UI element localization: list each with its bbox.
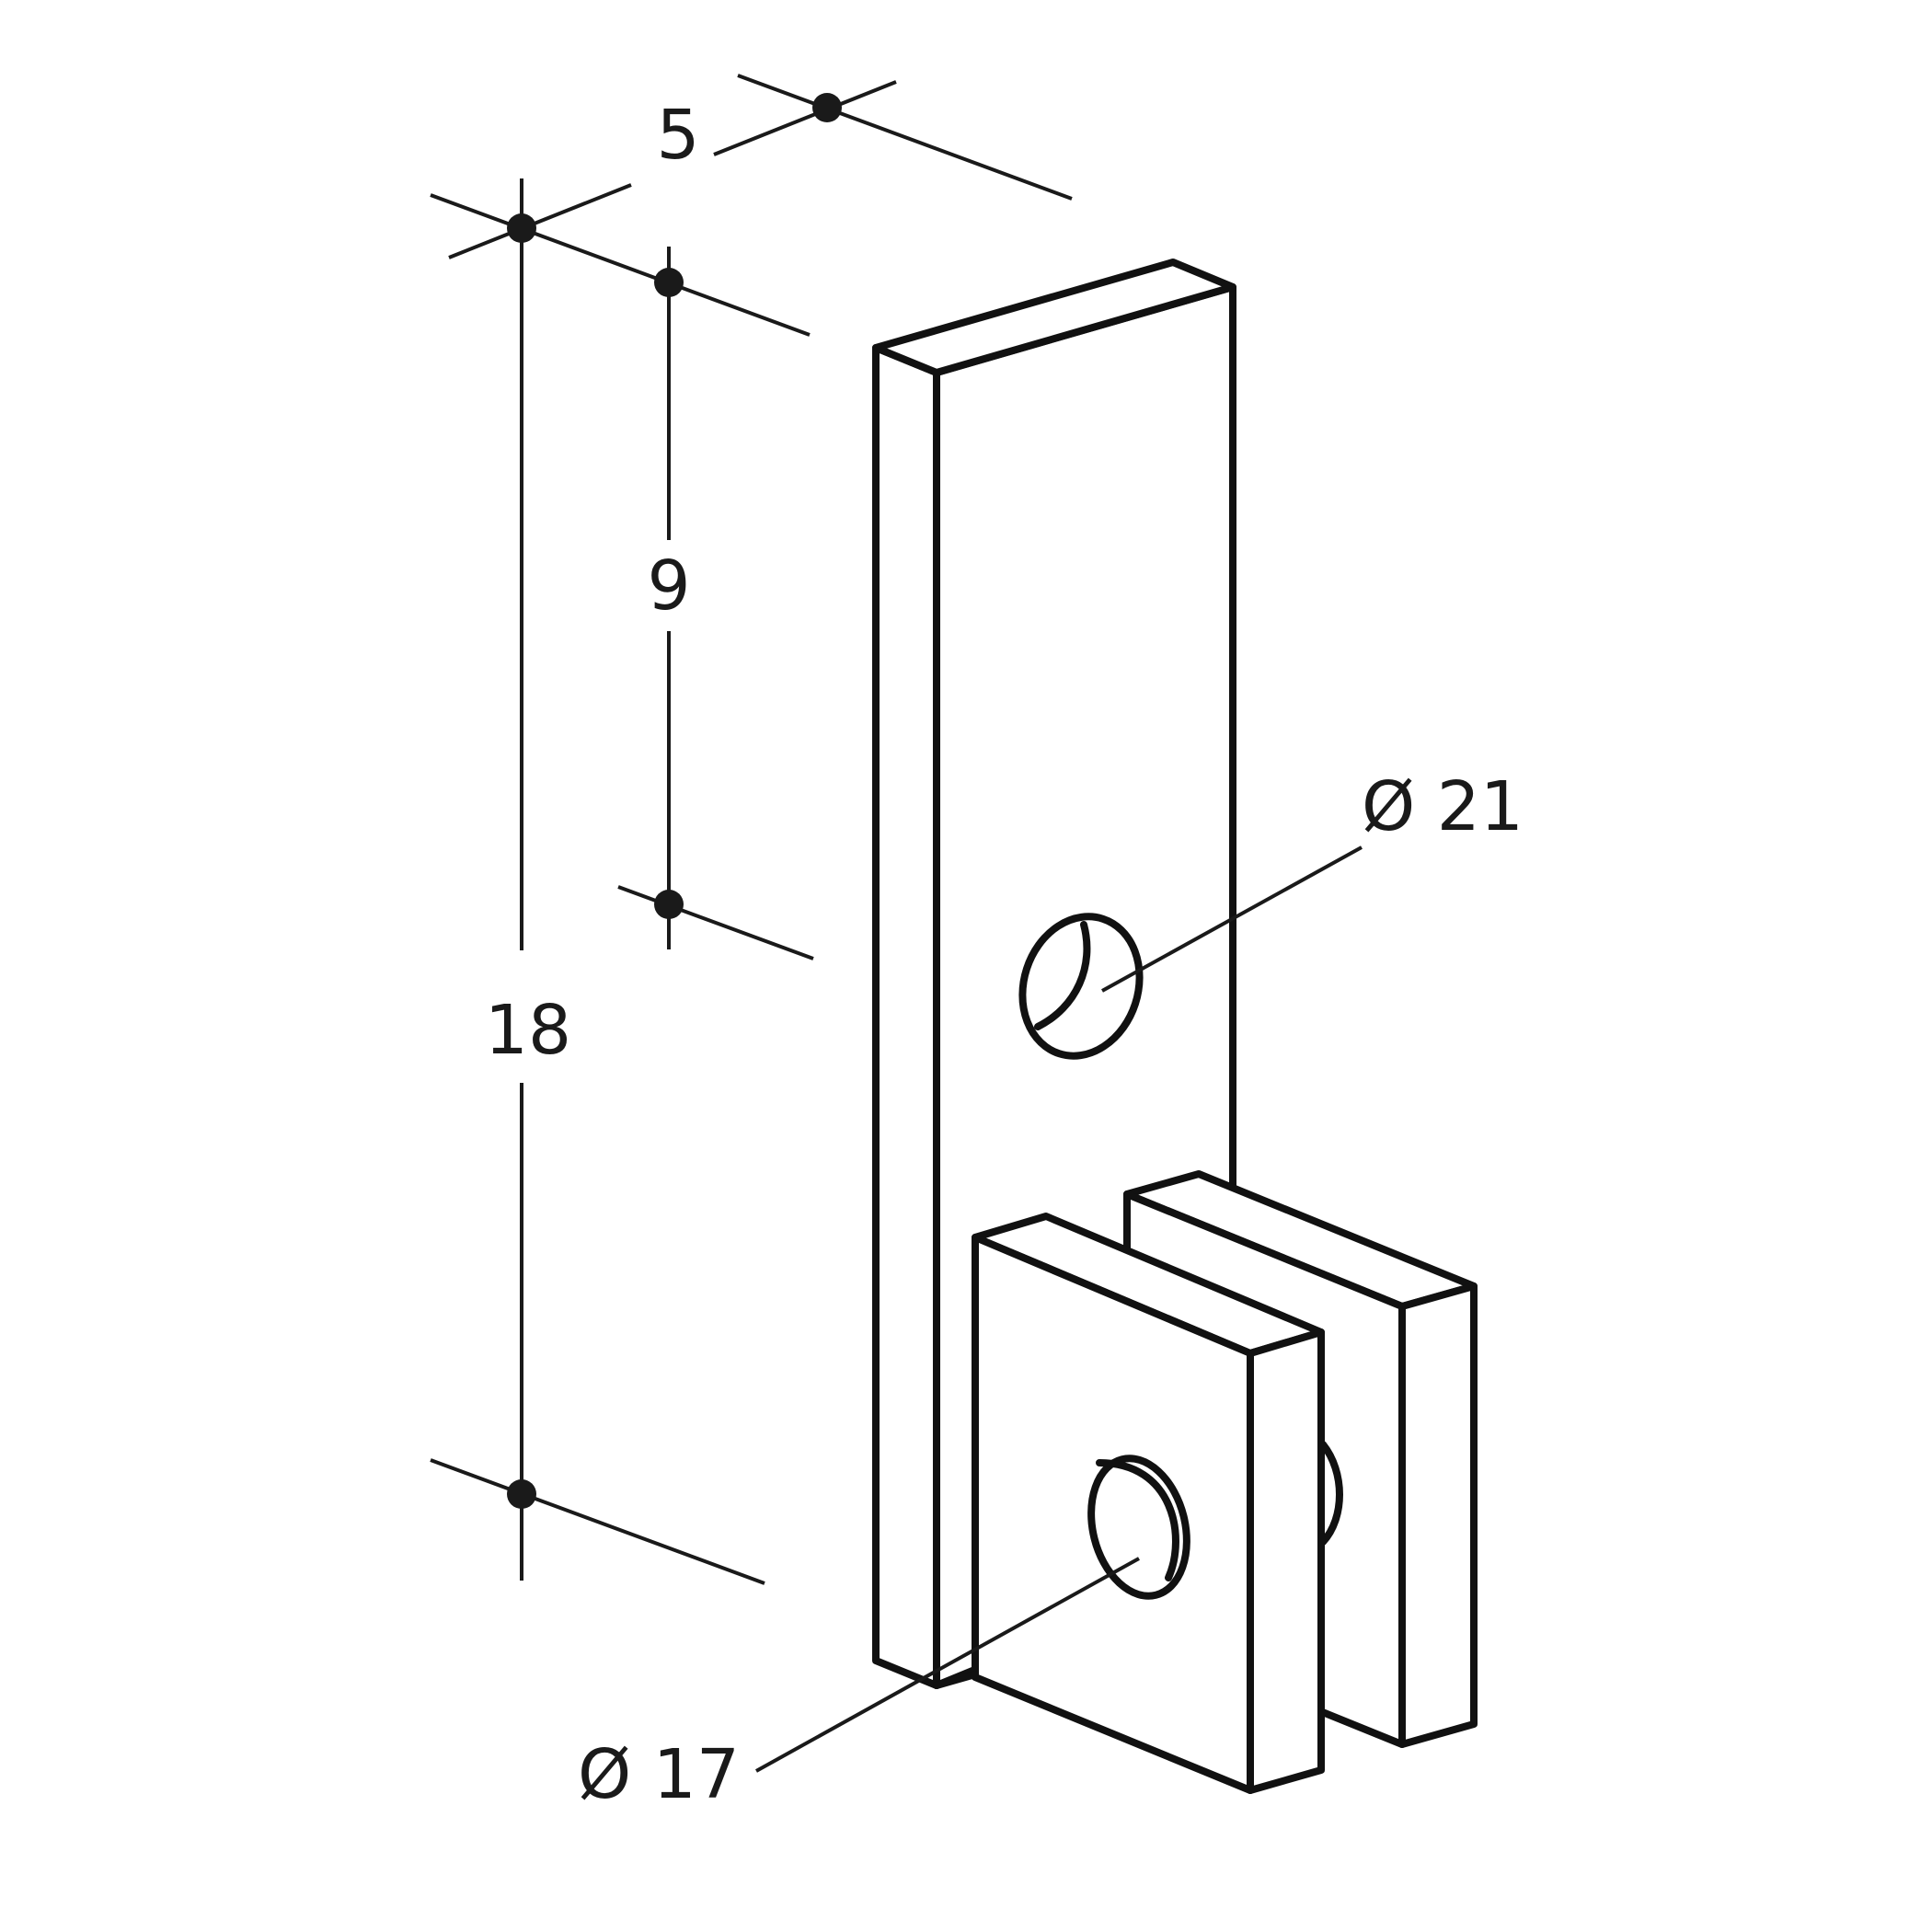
spacing-marker-top [654, 268, 684, 297]
dimension-labels: 5 9 18 Ø 21 Ø 17 [485, 96, 1524, 1814]
depth-dimension-line-upper [713, 80, 897, 156]
tall-plate-top-face [872, 259, 1236, 376]
height-extension-line-bottom [430, 1458, 765, 1585]
lower-hole-leader [755, 1557, 1140, 1773]
dimension-lines [430, 74, 1363, 1773]
depth-marker-top [812, 93, 842, 122]
front-clamp-block [933, 1213, 1325, 1794]
depth-label: 5 [656, 96, 699, 175]
spacing-marker-bottom [654, 890, 684, 919]
depth-extension-line-mid [430, 193, 811, 337]
tall-plate-side-face [872, 344, 940, 1689]
upper-hole-leader [1101, 845, 1363, 993]
depth-extension-line-top [737, 74, 1073, 201]
upper-hole-diameter-label: Ø 21 [1362, 767, 1524, 846]
height-label: 18 [485, 991, 571, 1070]
back-block-hole-edge [1319, 1441, 1343, 1546]
spacing-extension-line-lower [617, 885, 814, 960]
upper-hole-icon [1018, 913, 1144, 1060]
hole-spacing-label: 9 [647, 546, 690, 626]
lower-hole-diameter-label: Ø 17 [578, 1735, 740, 1814]
back-block-side-face [1398, 1282, 1478, 1748]
depth-dimension-line-lower [448, 183, 632, 259]
height-marker-bottom [507, 1479, 536, 1509]
lower-hole-icon [1087, 1455, 1190, 1600]
plate-bottom-edge [933, 1671, 979, 1689]
front-block-side-face [1247, 1328, 1325, 1794]
